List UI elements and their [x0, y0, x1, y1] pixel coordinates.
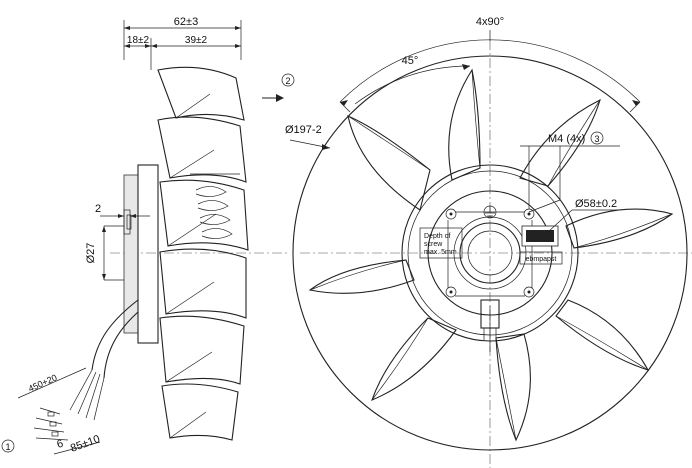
lead-length-label: 85±10: [69, 433, 102, 455]
blade-depth-label: 39±2: [185, 35, 208, 46]
airflow-marker: 2: [285, 76, 290, 86]
angle-pattern-label: 4x90°: [476, 16, 504, 28]
shaft-diameter-label: Ø27: [85, 243, 97, 264]
strip-length-label: 6: [56, 438, 65, 451]
pitch-diameter-label: Ø58±0.2: [575, 198, 617, 210]
outer-diameter-label: Ø197-2: [285, 124, 322, 136]
fan-blades: [308, 68, 674, 442]
side-view: 62±3 18±2 39±2 2 Ø27: [1, 16, 290, 455]
cable-length-label: 450+20: [27, 372, 59, 393]
screw-note-line1: Depth of: [424, 233, 451, 240]
view-marker-1: 1: [5, 442, 10, 452]
screw-holes: [445, 208, 535, 298]
thread-callout-label: M4 (4x): [548, 133, 585, 145]
ground-symbol-icon: [483, 205, 497, 219]
screw-note-line3: max. 5mm: [424, 249, 457, 256]
overall-length-label: 62±3: [174, 16, 198, 28]
screw-note-line2: screw: [424, 241, 443, 248]
flange-thickness-label: 2: [95, 203, 101, 215]
front-view: Depth of screw max. 5mm ebmpapst 4x90° 4…: [262, 16, 692, 468]
angle-single-label: 45°: [402, 55, 419, 67]
brand-label: ebmpapst: [526, 256, 557, 263]
hub-offset-label: 18±2: [127, 35, 150, 46]
thread-marker: 3: [594, 134, 599, 144]
